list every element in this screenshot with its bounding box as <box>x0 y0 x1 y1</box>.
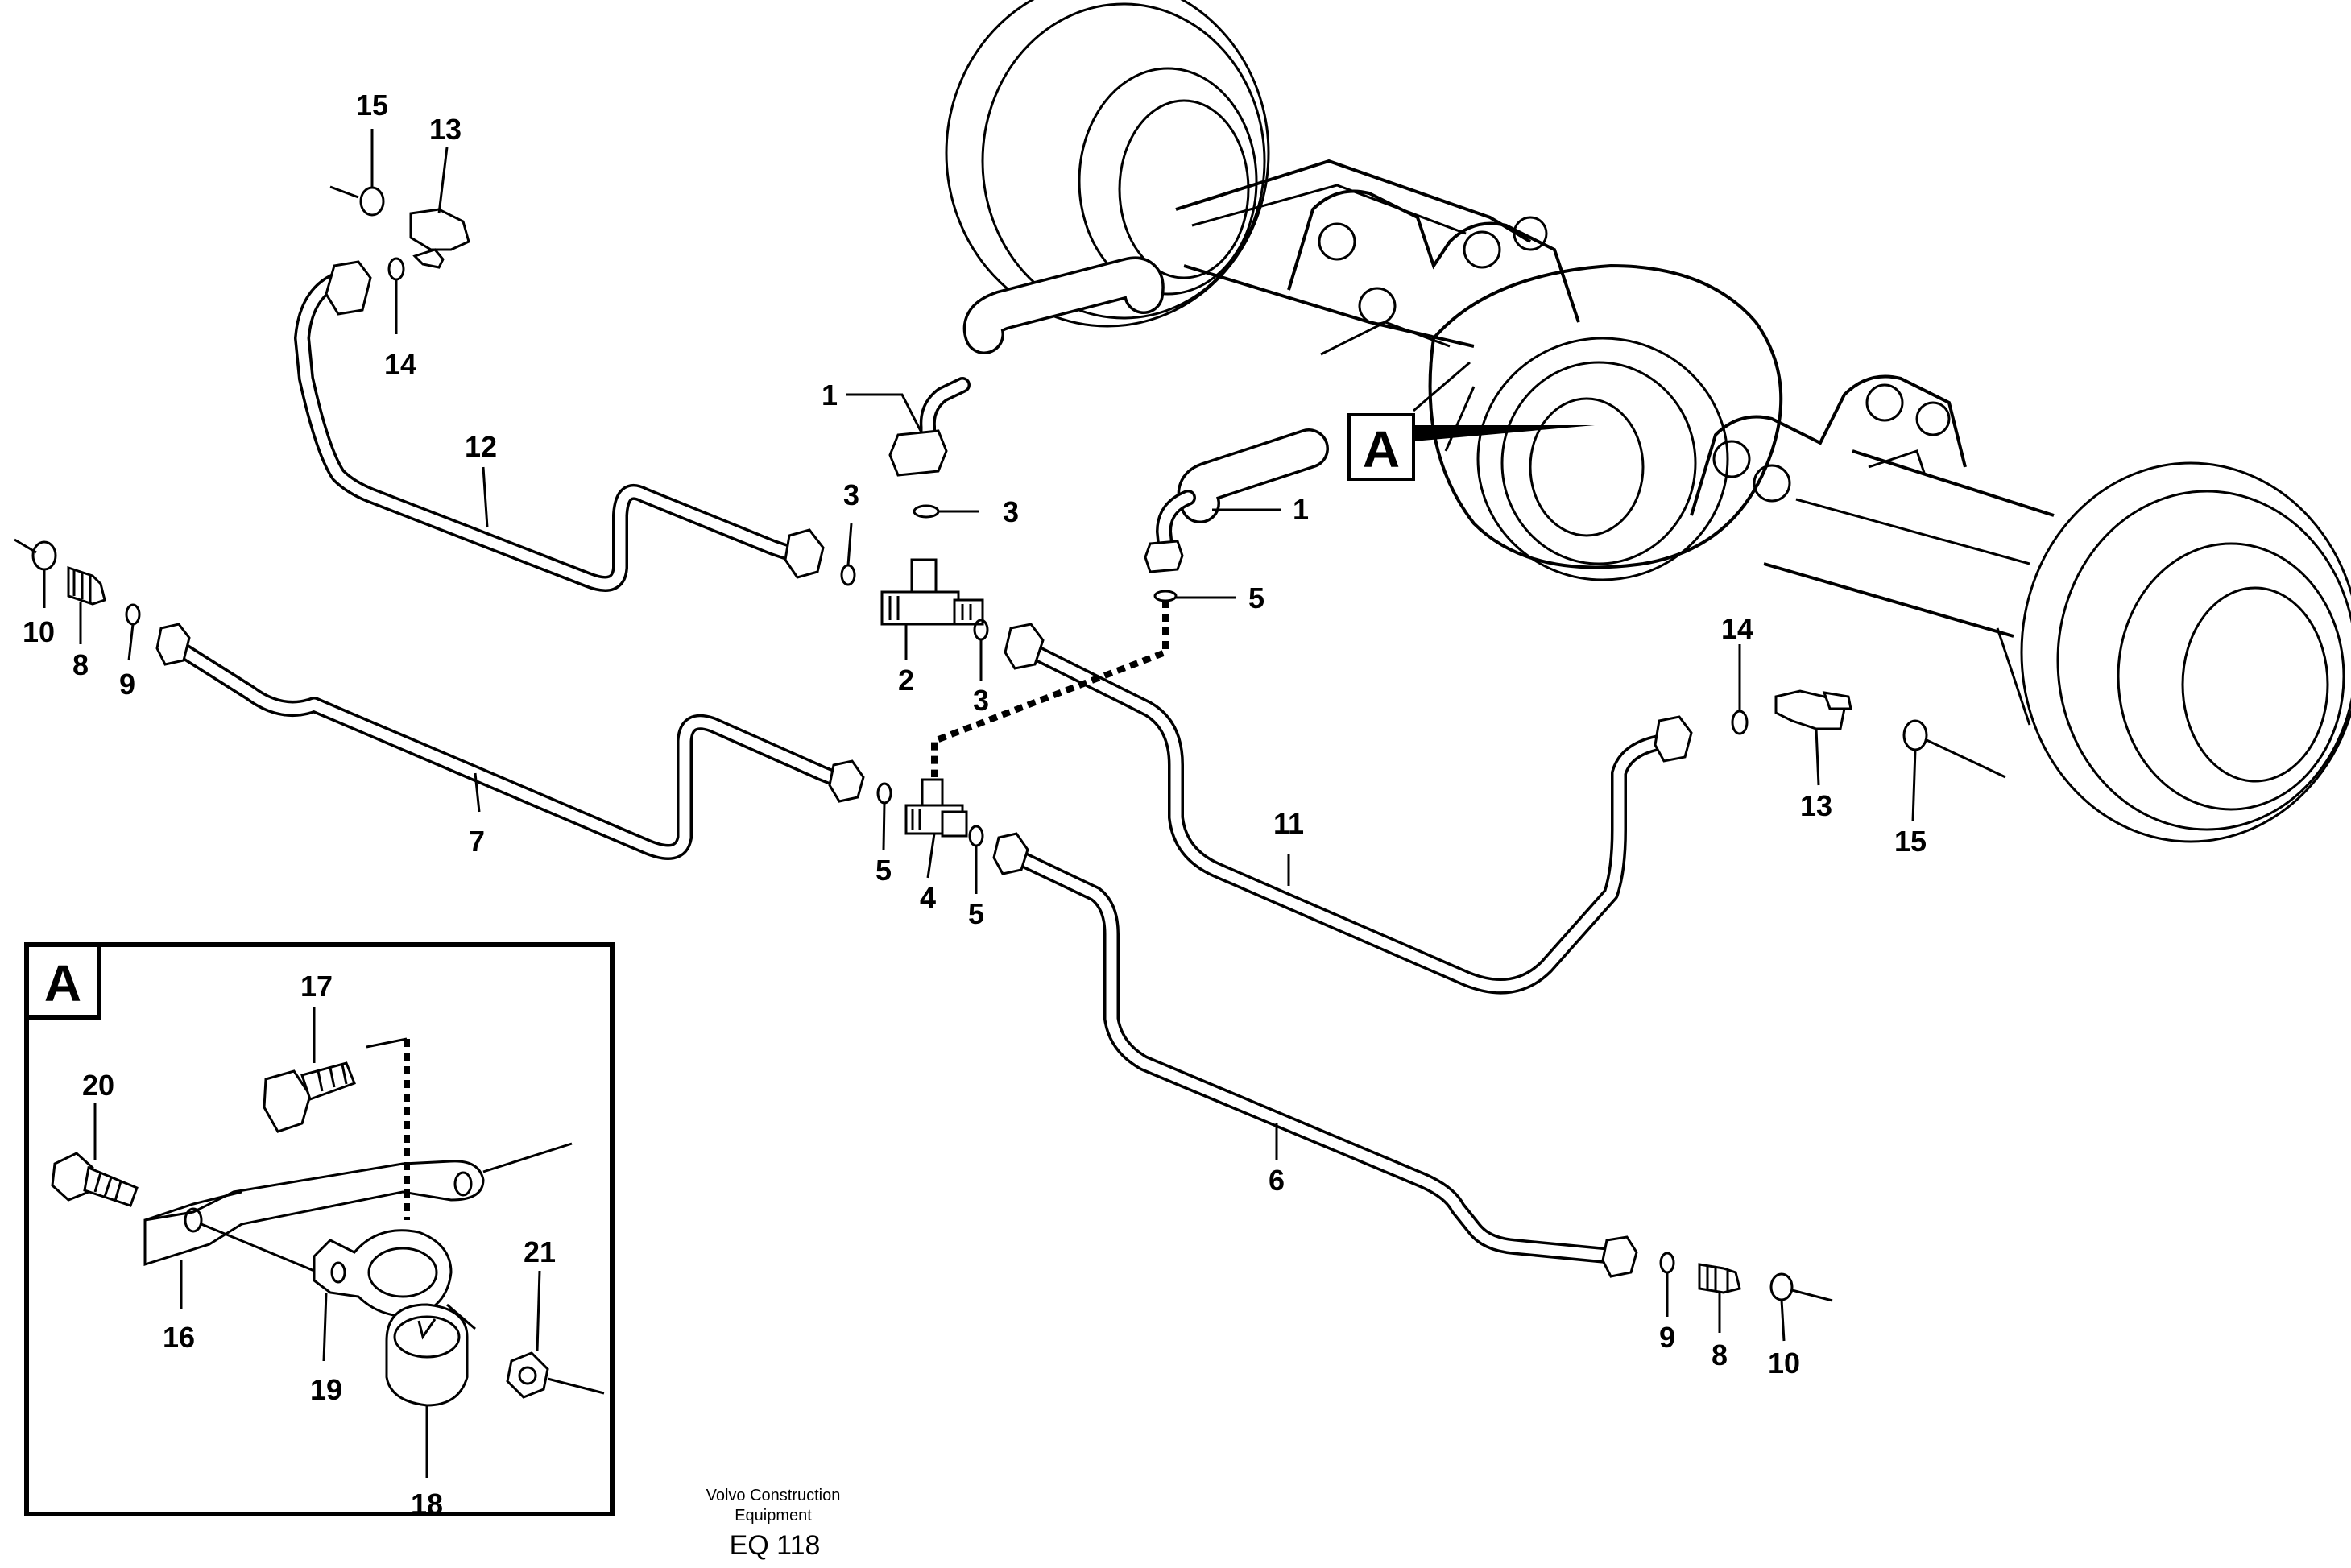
callout-numbers: 15 13 14 12 10 8 9 7 1 3 3 2 3 1 5 5 4 5… <box>23 89 1927 1520</box>
right-mount-bracket <box>1690 374 1967 516</box>
callout-1-right: 1 <box>1293 493 1309 526</box>
fittings <box>14 185 2006 1302</box>
callout-5-left: 5 <box>875 854 892 887</box>
callout-3-lower: 3 <box>973 684 989 717</box>
callout-15-right: 15 <box>1894 825 1927 858</box>
oring-10-left <box>31 540 57 571</box>
oring-14-right <box>1731 710 1749 735</box>
callout-17: 17 <box>300 970 333 1003</box>
callout-19: 19 <box>310 1373 342 1406</box>
bolt-17 <box>263 1061 356 1133</box>
callout-8-right: 8 <box>1712 1338 1728 1371</box>
callout-14-top-left: 14 <box>384 348 416 381</box>
callout-9-right: 9 <box>1659 1321 1675 1354</box>
callout-11: 11 <box>1273 807 1304 840</box>
callout-4: 4 <box>920 881 936 914</box>
oring-9-right <box>1659 1252 1675 1274</box>
drawing-code: EQ 118 <box>730 1530 821 1561</box>
brake-hoses <box>919 256 1329 556</box>
hose-nut-right <box>1144 540 1184 573</box>
tee-fitting-4 <box>904 778 968 838</box>
tee-fitting-2 <box>880 558 984 626</box>
callout-3-top: 3 <box>1003 495 1019 528</box>
callout-21: 21 <box>524 1235 556 1268</box>
elbow-13-right <box>1774 689 1852 730</box>
pipe-nut-11-right <box>1654 715 1693 763</box>
pipe-nut-11-left <box>1004 623 1045 670</box>
oring-3-right <box>973 619 989 641</box>
callout-10-left: 10 <box>23 615 55 648</box>
oring-9-left <box>125 603 141 626</box>
callout-20: 20 <box>82 1069 114 1102</box>
callout-14-right: 14 <box>1721 612 1753 645</box>
detail-marker-a: A <box>1347 361 1595 481</box>
pipes <box>165 270 1679 1264</box>
brake-pipe-7 <box>165 636 850 860</box>
axle-assembly <box>945 0 2351 843</box>
oring-10-right <box>1769 1272 1794 1301</box>
company-line-2: Equipment <box>735 1507 812 1525</box>
callout-10-right: 10 <box>1768 1347 1800 1380</box>
left-wheel <box>945 0 1270 328</box>
company-line-1: Volvo Construction <box>706 1487 841 1504</box>
pipe-nut-7-left <box>155 623 191 666</box>
callout-16: 16 <box>163 1321 195 1354</box>
elbow-13-left <box>409 208 470 269</box>
oring-3-top <box>913 504 940 519</box>
callout-12: 12 <box>465 430 497 463</box>
callout-13-right: 13 <box>1800 789 1832 822</box>
callout-5-top: 5 <box>1248 581 1264 614</box>
nut-21 <box>506 1351 605 1399</box>
oring-3-left <box>840 564 856 586</box>
oring-5-top <box>1153 590 1178 602</box>
callout-18: 18 <box>411 1487 443 1520</box>
callout-3-upper-left: 3 <box>843 478 859 511</box>
differential-housing <box>1428 263 1783 581</box>
right-wheel <box>1996 461 2351 843</box>
oring-5-left <box>876 782 892 805</box>
oring-15-right <box>1902 719 1928 751</box>
callout-7: 7 <box>469 825 485 858</box>
brake-pipe-12 <box>294 270 805 592</box>
callout-2: 2 <box>898 664 914 697</box>
bolt-20 <box>51 1152 139 1207</box>
callout-5-right: 5 <box>968 897 984 930</box>
callout-8-left: 8 <box>72 648 89 681</box>
callout-6: 6 <box>1269 1164 1285 1197</box>
adapter-8-left <box>67 565 106 606</box>
rubber-bushing-18 <box>385 1303 476 1407</box>
footer: Volvo Construction Equipment EQ 118 <box>706 1487 841 1561</box>
callout-9-left: 9 <box>119 668 135 701</box>
pipe-nut-6-right <box>1601 1235 1638 1278</box>
oring-5-right <box>968 825 984 847</box>
callout-1-left: 1 <box>822 379 838 412</box>
hose-nut-upper <box>888 429 948 477</box>
oring-15-left <box>359 186 385 217</box>
pipe-nut-7-right <box>828 759 865 803</box>
adapter-8-right <box>1698 1263 1741 1294</box>
left-mount-bracket <box>1287 189 1580 356</box>
detail-marker-label: A <box>1363 420 1400 478</box>
callout-13-top-left: 13 <box>429 113 462 146</box>
detail-box-title: A <box>44 954 81 1012</box>
clamp-19 <box>313 1229 453 1318</box>
callout-15-top-left: 15 <box>356 89 388 122</box>
detail-box-a: A <box>24 942 615 1516</box>
oring-14-left <box>387 257 405 281</box>
pipe-nut-12-right <box>784 528 825 579</box>
bracket-16 <box>143 1142 573 1274</box>
leader-lines <box>43 129 1917 1342</box>
pipe-nut-12-left <box>325 260 372 316</box>
pipe-nut-6-left <box>992 832 1029 875</box>
